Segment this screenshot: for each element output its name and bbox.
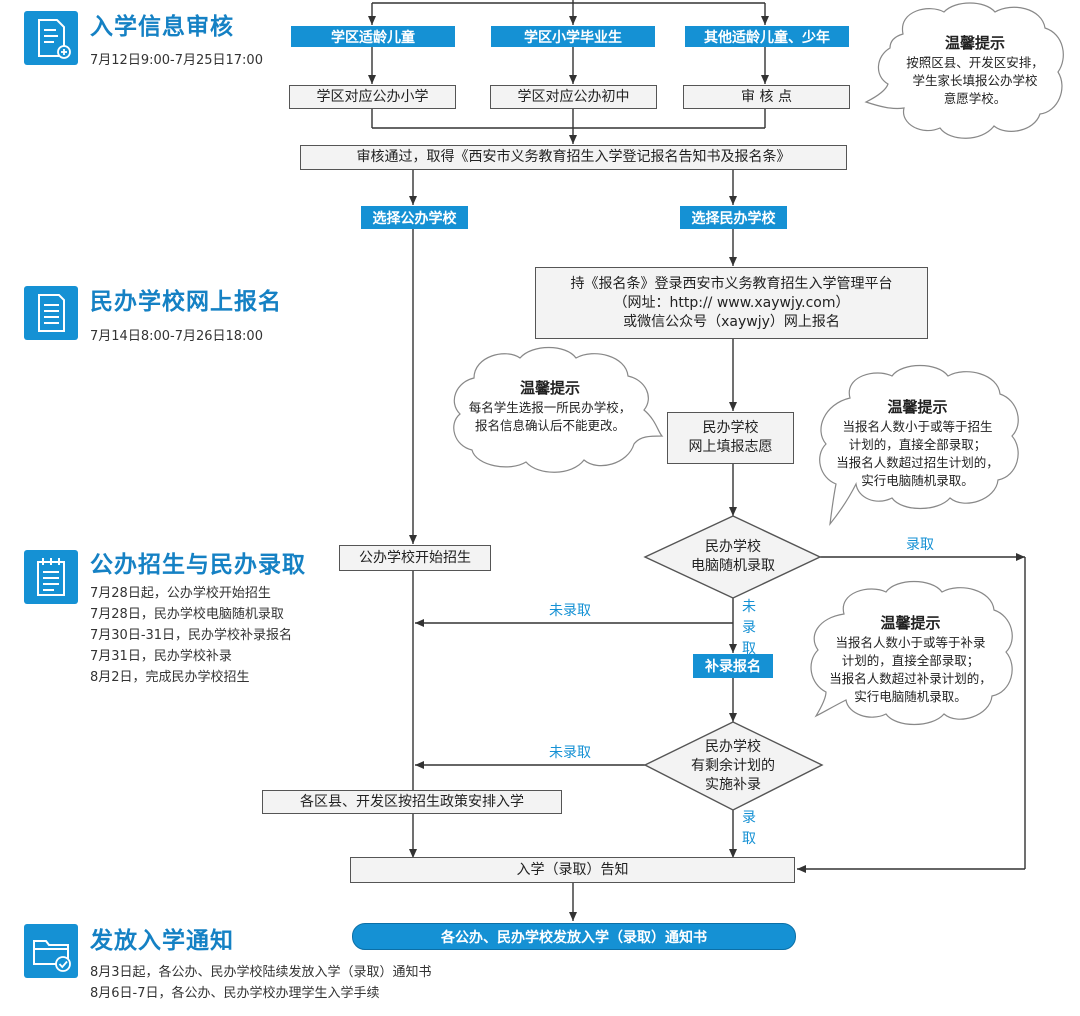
tip-line: 实行电脑随机录取。 [854, 689, 967, 704]
tip-line: 报名信息确认后不能更改。 [474, 418, 625, 433]
public-start-box: 公办学校开始招生 [339, 545, 491, 571]
choose-public-label: 选择公办学校 [361, 206, 468, 229]
not-admitted-label-2: 未录取 [549, 745, 591, 761]
tip-line: 计划的，直接全部录取； [841, 653, 980, 668]
tip-4: 温馨提示 当报名人数小于或等于补录 计划的，直接全部录取； 当报名人数超过补录计… [818, 612, 1003, 706]
schedule-item: 8月3日起，各公办、民办学校陆续发放入学（录取）通知书 [90, 965, 432, 980]
section-date-info-review: 7月12日9:00-7月25日17:00 [90, 53, 263, 68]
tip-line: 当报名人数小于或等于招生 [842, 419, 993, 434]
notepad-icon [24, 550, 78, 604]
tip-line: 每名学生选报一所民办学校， [468, 400, 632, 415]
tip-line: 意愿学校。 [943, 91, 1007, 106]
tip-title: 温馨提示 [944, 34, 1005, 52]
not-admitted-label-1: 未录取 [549, 603, 591, 619]
fill-line: 网上填报志愿 [688, 439, 773, 455]
document-plus-icon [24, 11, 78, 65]
schedule-item: 7月28日，民办学校电脑随机录取 [90, 607, 284, 622]
section-title-admission: 公办招生与民办录取 [90, 552, 306, 578]
schedule-item: 8月2日，完成民办学校招生 [90, 670, 250, 685]
supplementary-diamond [643, 721, 824, 811]
supplementary-line: 民办学校 [705, 738, 761, 755]
tip-cloud-3 [819, 365, 1019, 527]
notice-box: 入学（录取）告知 [350, 857, 795, 883]
lottery-line: 电脑随机录取 [691, 558, 775, 574]
tip-2: 温馨提示 每名学生选报一所民办学校， 报名信息确认后不能更改。 [455, 377, 645, 435]
section-date-online-registration: 7月14日8:00-7月26日18:00 [90, 329, 263, 344]
section-title-online-registration: 民办学校网上报名 [90, 289, 282, 315]
supplementary-apply-label: 补录报名 [693, 654, 773, 678]
admission-schedule: 7月28日起，公办学校开始招生 7月28日，民办学校电脑随机录取 7月30日-3… [90, 583, 292, 688]
category-district-graduates: 学区小学毕业生 [491, 26, 655, 47]
register-line: （网址：http:// www.xaywjy.com） [613, 294, 850, 311]
notice-schedule: 8月3日起，各公办、民办学校陆续发放入学（录取）通知书 8月6日-7日，各公办、… [90, 962, 432, 1004]
fill-line: 民办学校 [702, 420, 759, 436]
lottery-text: 民办学校 电脑随机录取 [665, 536, 801, 578]
folder-check-icon [24, 924, 78, 978]
final-notice-pill: 各公办、民办学校发放入学（录取）通知书 [352, 923, 796, 950]
register-line: 持《报名条》登录西安市义务教育招生入学管理平台 [570, 275, 893, 292]
document-lines-icon [24, 286, 78, 340]
supplementary-text: 民办学校 有剩余计划的 实施补录 [665, 736, 801, 796]
supplementary-line: 有剩余计划的 [691, 757, 775, 774]
lottery-diamond [643, 515, 822, 599]
online-register-box: 持《报名条》登录西安市义务教育招生入学管理平台 （网址：http:// www.… [535, 267, 928, 339]
lottery-line: 民办学校 [705, 539, 761, 555]
category-district-children: 学区适龄儿童 [291, 26, 455, 47]
tip-line: 实行电脑随机录取。 [861, 473, 974, 488]
register-line: 或微信公众号（xaywjy）网上报名 [623, 313, 840, 330]
tip-title: 温馨提示 [880, 614, 941, 632]
target-review-point: 审 核 点 [683, 85, 850, 109]
supplementary-line: 实施补录 [705, 776, 761, 793]
tip-line: 当报名人数小于或等于补录 [835, 635, 986, 650]
admitted-vertical-label: 录取 [742, 810, 756, 847]
tip-line: 当报名人数超过补录计划的， [829, 671, 992, 686]
tip-cloud-4 [810, 581, 1013, 725]
schedule-item: 7月30日-31日，民办学校补录报名 [90, 628, 293, 643]
schedule-item: 7月28日起，公办学校开始招生 [90, 586, 271, 601]
target-public-middle: 学区对应公办初中 [490, 85, 657, 109]
choose-private-label: 选择民办学校 [680, 206, 787, 229]
target-public-primary: 学区对应公办小学 [289, 85, 456, 109]
section-title-notice: 发放入学通知 [90, 928, 234, 954]
fill-preference-box: 民办学校 网上填报志愿 [667, 412, 794, 464]
admitted-label-top: 录取 [906, 537, 934, 553]
approved-box: 审核通过，取得《西安市义务教育招生入学登记报名告知书及报名条》 [300, 145, 847, 170]
category-other-children: 其他适龄儿童、少年 [685, 26, 849, 47]
tip-cloud-2 [453, 347, 664, 473]
tip-line: 按照区县、开发区安排， [906, 55, 1044, 70]
section-title-info-review: 入学信息审核 [90, 14, 234, 40]
schedule-item: 8月6日-7日，各公办、民办学校办理学生入学手续 [90, 986, 380, 1001]
tip-title: 温馨提示 [887, 398, 948, 416]
tip-line: 计划的，直接全部录取； [848, 437, 987, 452]
tip-1: 温馨提示 按照区县、开发区安排， 学生家长填报公办学校 意愿学校。 [890, 32, 1060, 108]
schedule-item: 7月31日，民办学校补录 [90, 649, 232, 664]
arrange-box: 各区县、开发区按招生政策安排入学 [262, 790, 562, 814]
not-admitted-vertical-label: 未录取 [742, 599, 756, 657]
tip-title: 温馨提示 [519, 379, 580, 397]
tip-cloud-1 [864, 2, 1064, 139]
tip-3: 温馨提示 当报名人数小于或等于招生 计划的，直接全部录取； 当报名人数超过招生计… [825, 396, 1010, 490]
tip-line: 当报名人数超过招生计划的， [836, 455, 999, 470]
tip-line: 学生家长填报公办学校 [912, 73, 1038, 88]
